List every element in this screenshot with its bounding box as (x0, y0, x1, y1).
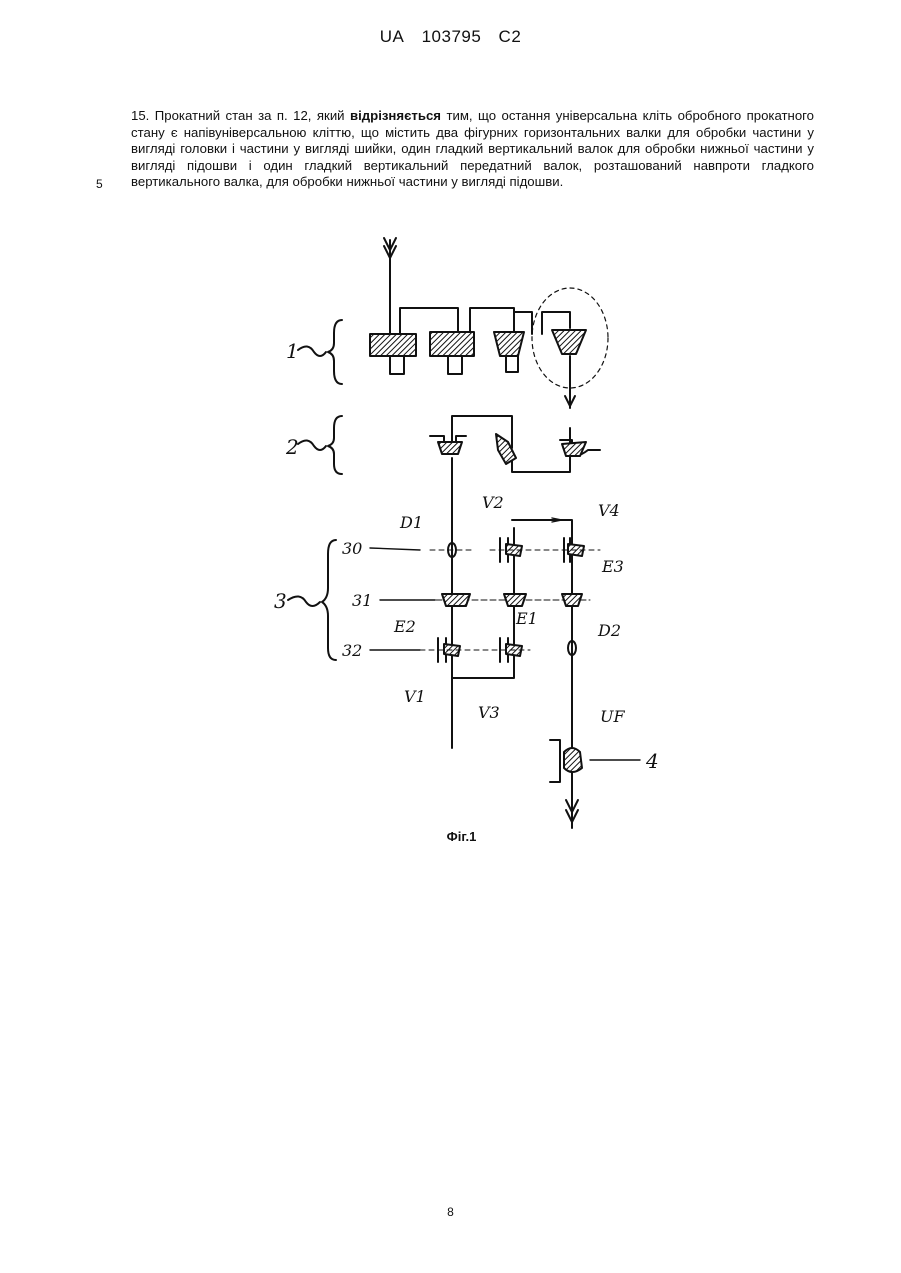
bracket-2 (328, 416, 342, 474)
label-d1: D1 (399, 513, 423, 532)
claim-lead: 15. Прокатний стан за п. 12, який (131, 108, 345, 123)
header-number: 103795 (422, 27, 482, 46)
figure-drawing: 1 2 3 4 30 31 32 D1 D2 V2 V4 V1 V3 E1 E2… (270, 228, 690, 843)
label-4: 4 (645, 749, 659, 773)
label-v4: V4 (598, 501, 620, 520)
stand-1c-base (506, 356, 518, 372)
label-e1: E1 (515, 609, 538, 628)
stand-1c (494, 332, 524, 356)
label-v2: V2 (482, 493, 504, 512)
label-d2: D2 (597, 621, 621, 640)
group1-connections (400, 308, 570, 334)
stand-e1 (504, 594, 526, 606)
claim-paragraph: 15. Прокатний стан за п. 12, який відріз… (131, 108, 814, 191)
stand-1b-base (448, 356, 462, 374)
label-v1: V1 (404, 687, 426, 706)
group2-connections (452, 416, 570, 748)
stand-1a-base (390, 356, 404, 374)
stand-4-frame (550, 740, 560, 782)
stand-1a (370, 334, 416, 356)
label-2: 2 (285, 435, 299, 459)
header-country: UA (380, 27, 405, 46)
line-number: 5 (96, 177, 103, 191)
leader-2 (298, 440, 326, 450)
stand-2a-roll (438, 442, 462, 454)
stand-e3 (562, 594, 582, 606)
stand-1b (430, 332, 474, 356)
leader-3 (288, 596, 320, 606)
bracket-3 (322, 540, 336, 660)
leader-30 (370, 548, 420, 550)
label-uf: UF (600, 707, 625, 726)
stand-1d (552, 330, 586, 354)
leader-1 (298, 346, 326, 356)
page-number: 8 (0, 1205, 901, 1219)
label-3: 3 (274, 589, 287, 613)
claim-keyword: відрізняється (350, 108, 441, 123)
label-e3: E3 (601, 557, 624, 576)
bracket-1 (328, 320, 342, 384)
label-31: 31 (352, 591, 372, 610)
stand-e2 (442, 594, 470, 606)
stand-uf (564, 748, 582, 772)
label-v3: V3 (478, 703, 500, 722)
label-32: 32 (342, 641, 362, 660)
label-e2: E2 (393, 617, 416, 636)
document-header: UA 103795 C2 (0, 27, 901, 47)
header-kind: C2 (499, 27, 522, 46)
figure-caption: Фіг.1 (0, 829, 901, 844)
rolling-mill-figure: 1 2 3 4 30 31 32 D1 D2 V2 V4 V1 V3 E1 E2… (270, 228, 690, 848)
label-30: 30 (342, 539, 362, 558)
label-1: 1 (286, 339, 299, 363)
